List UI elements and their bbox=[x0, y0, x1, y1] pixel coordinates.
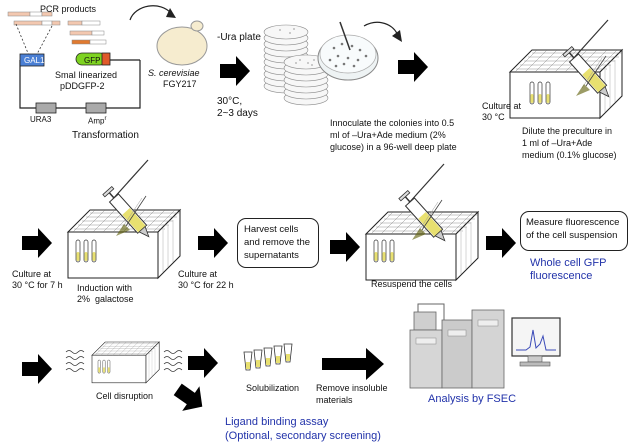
arrow-1 bbox=[220, 56, 250, 86]
well-plate-3 bbox=[365, 163, 479, 281]
arrow-6 bbox=[486, 228, 516, 258]
induction-label: Induction with 2% galactose bbox=[77, 283, 134, 304]
petri-dish-stacks bbox=[263, 24, 329, 106]
solubilization-label: Solubilization bbox=[246, 383, 300, 393]
arrow-4 bbox=[198, 228, 228, 258]
arrow-5 bbox=[330, 232, 360, 262]
remove-insoluble-label: Remove insoluble materials bbox=[316, 383, 388, 405]
ura3-label: URA3 bbox=[30, 115, 52, 124]
inoculate-text: Innoculate the colonies into 0.5 ml of –… bbox=[330, 118, 457, 152]
yeast-strain: FGY217 bbox=[163, 79, 197, 89]
fsec-label: Analysis by FSEC bbox=[428, 393, 517, 405]
smai-label: SmaI linearized bbox=[55, 70, 118, 80]
plasmid-map bbox=[15, 23, 141, 114]
yeast-name: S. cerevisiae bbox=[148, 68, 200, 78]
ligand-binding-label: Ligand binding assay (Optional, secondar… bbox=[225, 416, 381, 442]
arrow-9-wide bbox=[322, 348, 384, 380]
dilute-text: Dilute the preculture in 1 ml of –Ura+Ad… bbox=[522, 126, 617, 160]
cell-disruption-label: Cell disruption bbox=[96, 391, 154, 401]
gfp-label: GFP bbox=[84, 56, 101, 65]
fsec-instrument bbox=[409, 303, 561, 389]
incubation-label: 30°C, 2~3 days bbox=[217, 96, 258, 119]
petri-dish-with-colonies bbox=[317, 21, 402, 81]
pcr-product-strips bbox=[7, 11, 107, 45]
culture-7h-label: Culture at 30 °C for 7 h bbox=[12, 269, 63, 290]
culture-22h-label: Culture at 30 °C for 22 h bbox=[178, 269, 234, 290]
well-plate-1 bbox=[509, 19, 623, 119]
measure-box: Measure fluorescence of the cell suspens… bbox=[520, 211, 628, 251]
well-plate-2 bbox=[67, 159, 181, 279]
disruption-plate bbox=[65, 341, 183, 384]
resuspend-label: Resuspend the cells bbox=[371, 279, 453, 289]
arrow-3 bbox=[22, 228, 52, 258]
ura-plate-label: -Ura plate bbox=[217, 32, 261, 43]
arrow-2 bbox=[398, 52, 428, 82]
arrow-down-ligand bbox=[173, 383, 203, 411]
solubilization-tubes bbox=[243, 343, 293, 371]
whole-cell-gfp-label: Whole cell GFP fluorescence bbox=[530, 257, 607, 282]
arrow-8 bbox=[188, 348, 218, 378]
transformation-label: Transformation bbox=[72, 130, 139, 141]
ampr-label: Ampr bbox=[88, 116, 107, 126]
harvest-box: Harvest cells and remove the supernatant… bbox=[237, 218, 319, 268]
pcr-products-label: PCR products bbox=[40, 4, 97, 14]
culture-30-label: Culture at 30 °C bbox=[482, 101, 522, 122]
yeast-cell bbox=[129, 5, 208, 66]
arrow-7 bbox=[22, 354, 52, 384]
pddgfp-label: pDDGFP-2 bbox=[60, 81, 105, 91]
gal1-label: GAL1 bbox=[24, 56, 45, 65]
